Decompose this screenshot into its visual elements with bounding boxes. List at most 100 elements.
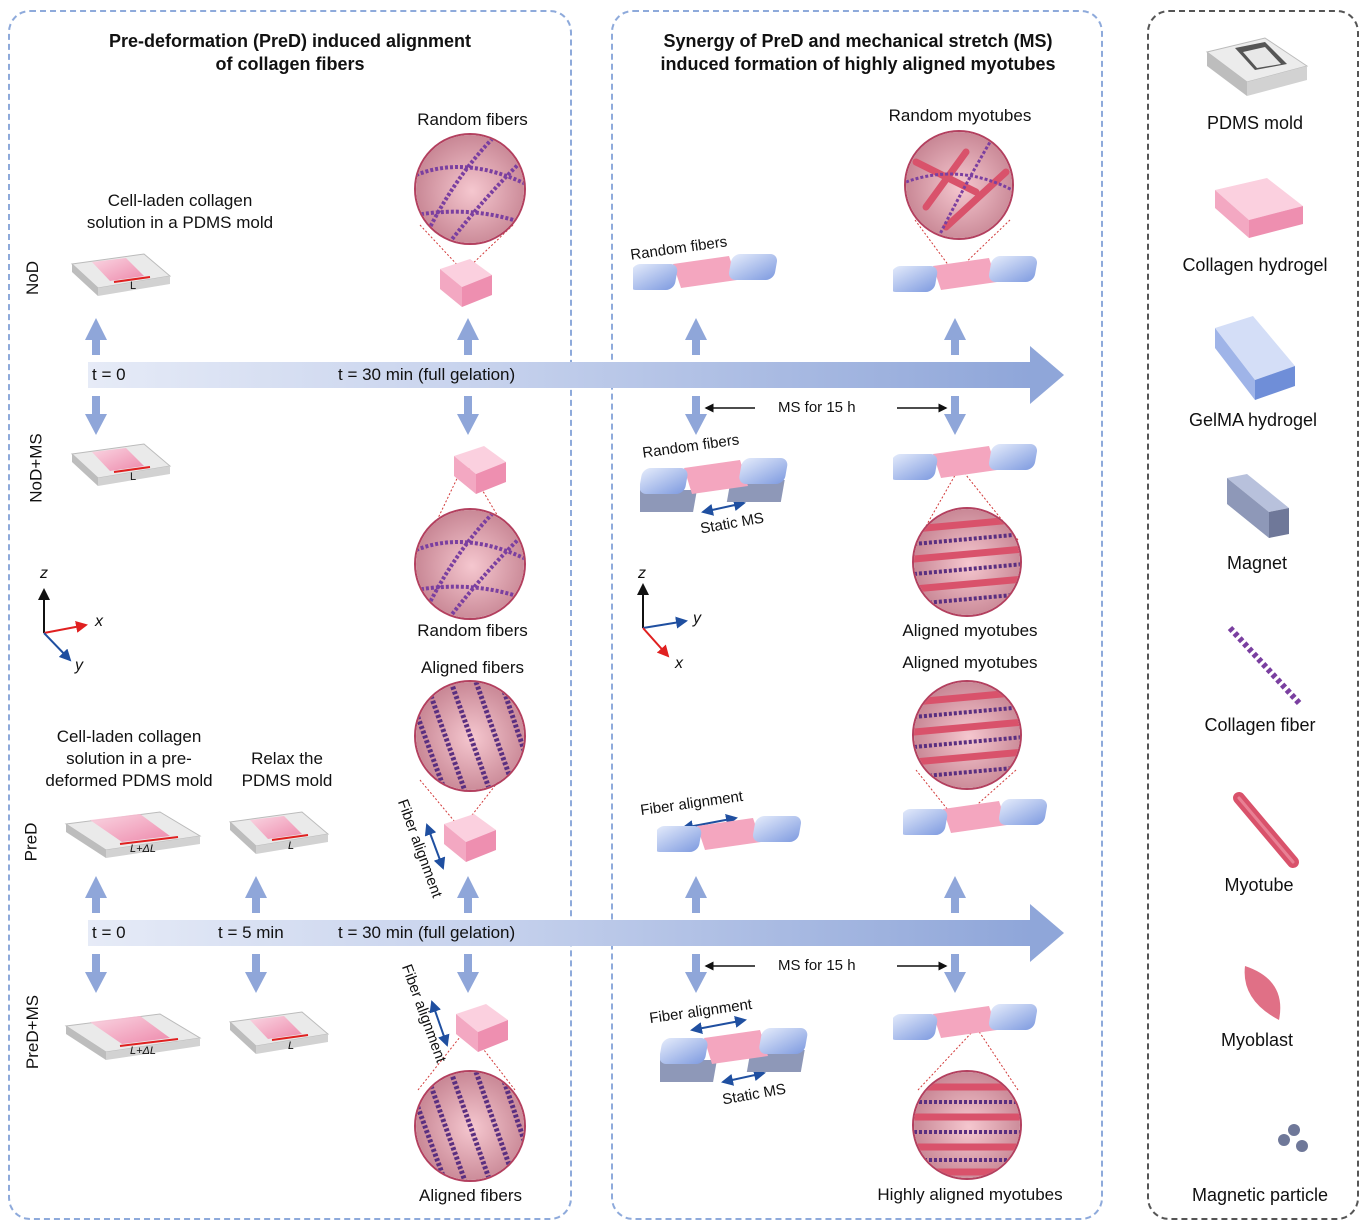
row-label-pred: PreD — [21, 822, 41, 862]
legend-item-collagen-hydrogel: Collagen hydrogel — [1150, 170, 1360, 276]
timeline-top-t0: t = 0 — [92, 365, 126, 384]
collagen-fiber-icon — [1227, 625, 1303, 707]
label-random-fibers-top: Random fibers — [417, 110, 528, 129]
zoom-circle-aligned-myotubes-top — [912, 680, 1022, 790]
zoom-circle-aligned-fibers-top — [414, 680, 526, 792]
collagen-hydrogel-icon — [1215, 178, 1303, 238]
construct-predms — [660, 1028, 808, 1082]
gelma-hydrogel-icon — [1215, 316, 1295, 400]
label-highly-aligned-myotubes: Highly aligned myotubes — [877, 1185, 1063, 1204]
pdms-mold-nodms — [70, 443, 172, 486]
left-panel-title: Pre-deformation (PreD) induced alignment… — [30, 30, 550, 76]
length-label-predms: L+ΔL — [130, 1045, 157, 1057]
length-label-nod: L — [130, 280, 137, 292]
caption-relax-mold: Relax the PDMS mold — [228, 748, 346, 792]
legend-label-magnet: Magnet — [1226, 553, 1288, 573]
legend-item-myoblast: Myoblast — [1152, 960, 1362, 1051]
length-label-nodms: L — [130, 471, 137, 483]
construct-nodms — [640, 458, 788, 512]
magnet-icon — [1227, 474, 1289, 538]
middle-title-line1: Synergy of PreD and mechanical stretch (… — [663, 31, 1053, 51]
middle-panel-title: Synergy of PreD and mechanical stretch (… — [620, 30, 1096, 76]
zoom-lines-pred — [419, 759, 516, 829]
axes-middle — [637, 583, 688, 658]
label-aligned-fibers-bottom: Aligned fibers — [418, 1186, 522, 1205]
zoom-lines-nod — [419, 224, 514, 271]
legend-label-pdms-mold: PDMS mold — [1206, 113, 1304, 133]
row-label-nod: NoD — [23, 260, 43, 296]
collagen-block-pred — [444, 814, 496, 862]
axis-left-x: x — [95, 613, 103, 630]
axes-left — [38, 588, 88, 662]
down-arrow-nodms-t0 — [85, 396, 107, 435]
pdms-mold-predms — [64, 1013, 202, 1060]
up-arrow-pred-ms2 — [944, 876, 966, 913]
legend-label-collagen-fiber: Collagen fiber — [1204, 715, 1316, 735]
label-aligned-myotubes-bottom: Aligned myotubes — [902, 621, 1038, 640]
pdms-mold-pred — [64, 811, 202, 858]
legend-label-magnetic-particle: Magnetic particle — [1191, 1185, 1329, 1205]
up-arrow-nod-t0 — [85, 318, 107, 355]
legend-item-magnet: Magnet — [1152, 468, 1362, 574]
axis-mid-y: y — [693, 610, 701, 627]
up-arrow-pred-t0 — [85, 876, 107, 913]
zoom-circle-random-fibers-bottom — [414, 508, 526, 620]
row-label-pred-ms: PreD+MS — [23, 994, 43, 1070]
timeline-top-arrowhead — [1030, 346, 1064, 404]
zoom-circle-aligned-myotubes-bottom — [912, 507, 1022, 617]
down-arrow-nodms-t30 — [457, 396, 479, 435]
zoom-lines-mid-highly — [917, 1029, 1019, 1091]
legend-label-gelma-hydrogel: GelMA hydrogel — [1188, 410, 1318, 430]
row-label-nod-ms: NoD+MS — [26, 433, 46, 503]
legend-item-gelma-hydrogel: GelMA hydrogel — [1148, 310, 1358, 431]
legend-item-magnetic-particle: Magnetic particle — [1155, 1110, 1365, 1206]
up-arrow-nod-ms1 — [685, 318, 707, 355]
legend-label-myoblast: Myoblast — [1220, 1030, 1294, 1050]
up-arrow-pred-t30 — [457, 876, 479, 913]
myoblast-icon — [1244, 966, 1281, 1020]
timeline-bottom-t30: t = 30 min (full gelation) — [338, 923, 516, 942]
caption-pred-line2: solution in a pre- — [66, 749, 192, 768]
pdms-mold-nod — [70, 253, 172, 296]
collagen-block-nod — [440, 259, 492, 307]
zoom-circle-random-myotubes — [904, 130, 1014, 240]
construct-myotubes-aligned — [893, 444, 1038, 480]
construct-myotubes-random — [893, 256, 1038, 292]
up-arrow-pred-t5 — [245, 876, 267, 913]
length-label-pred-relaxed: L — [288, 840, 295, 852]
label-random-fibers-bottom: Random fibers — [417, 621, 528, 640]
down-arrow-predms-t5 — [245, 954, 267, 993]
label-random-myotubes: Random myotubes — [888, 106, 1032, 125]
down-arrow-nodms-ms1 — [685, 396, 707, 435]
up-arrow-nod-ms2 — [944, 318, 966, 355]
label-ms-duration-top: MS for 15 h — [778, 399, 856, 416]
fiber-alignment-arrow-predms — [429, 1000, 450, 1047]
zoom-circle-aligned-fibers-bottom — [414, 1070, 526, 1182]
zoom-circle-random-fibers-top — [414, 133, 526, 245]
pdms-mold-predms-relaxed — [228, 1011, 330, 1054]
caption-nod-line1: Cell-laden collagen — [107, 191, 253, 210]
length-label-pred: L+ΔL — [130, 843, 157, 855]
zoom-circle-highly-aligned-myotubes — [912, 1070, 1022, 1180]
pdms-mold-icon — [1205, 37, 1309, 96]
caption-relax-line1: Relax the — [251, 749, 323, 768]
fiber-alignment-arrow-pred — [424, 823, 446, 870]
timeline-bottom-t0: t = 0 — [92, 923, 126, 942]
down-arrow-predms-ms2 — [944, 954, 966, 993]
left-panel — [8, 10, 572, 1220]
axis-mid-z: z — [638, 565, 646, 582]
legend-label-collagen-hydrogel: Collagen hydrogel — [1182, 255, 1328, 275]
collagen-block-predms — [456, 1004, 508, 1052]
middle-title-line2: induced formation of highly aligned myot… — [660, 54, 1056, 74]
timeline-top-t30: t = 30 min (full gelation) — [338, 365, 516, 384]
legend-item-collagen-fiber: Collagen fiber — [1155, 620, 1365, 736]
down-arrow-predms-t0 — [85, 954, 107, 993]
legend-label-myotube: Myotube — [1224, 875, 1294, 895]
timeline-bottom — [88, 920, 1030, 946]
middle-panel — [611, 10, 1103, 1220]
static-ms-arrow-top — [701, 499, 746, 516]
caption-relax-line2: PDMS mold — [241, 771, 333, 790]
label-ms-duration-bottom: MS for 15 h — [778, 957, 856, 974]
axis-mid-x: x — [675, 655, 683, 672]
